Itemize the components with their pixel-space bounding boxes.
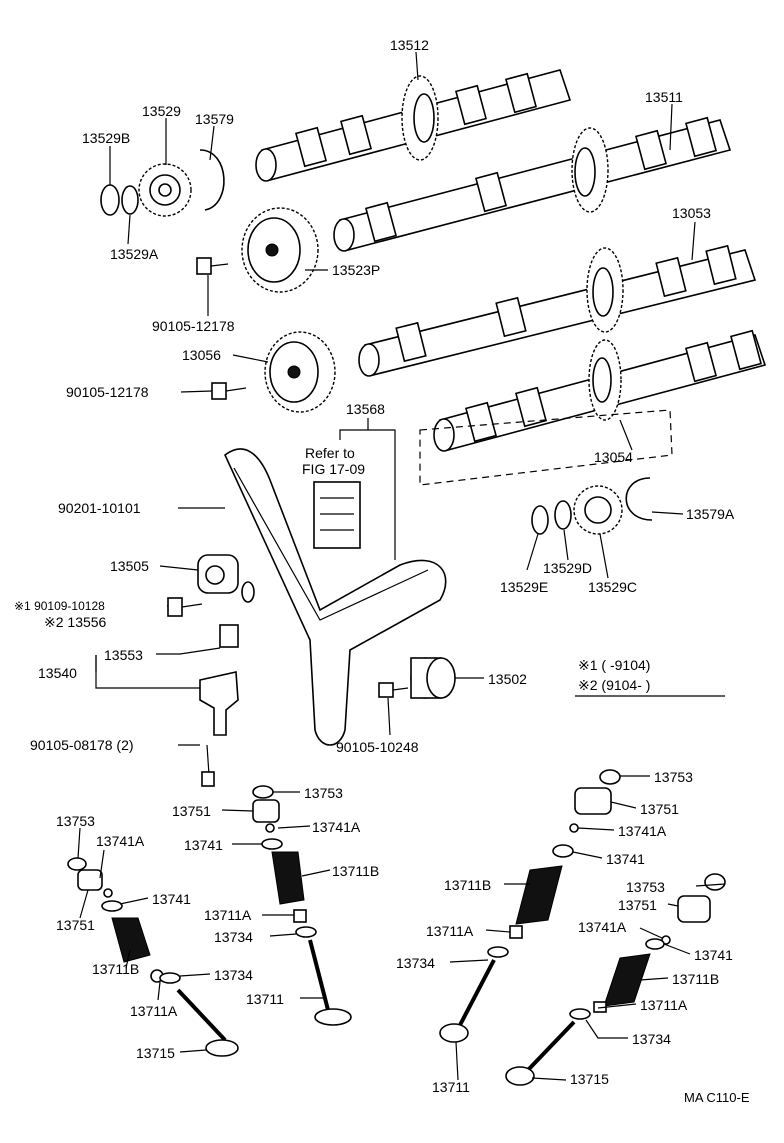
label-13553: 13553: [104, 647, 143, 663]
leader-lines: [77, 51, 726, 1081]
valve-assembly-left: [67, 857, 239, 1057]
label-refer-fig: FIG 17-09: [302, 461, 365, 477]
valve-assembly-right: [439, 769, 726, 1086]
bolt-13556: [167, 597, 203, 617]
label-13056: 13056: [182, 347, 221, 363]
label-right-13711B-b: 13711B: [672, 971, 719, 987]
label-13540: 13540: [38, 665, 77, 681]
label-right-13741-a: 13741: [606, 851, 645, 867]
label-center-13711B: 13711B: [332, 863, 379, 879]
snap-ring-13579: [199, 149, 225, 211]
label-left-13751: 13751: [56, 917, 95, 933]
label-90201-10101: 90201-10101: [58, 500, 141, 516]
label-center-13741A: 13741A: [312, 819, 361, 835]
label-90105-12178-b: 90105-12178: [66, 384, 149, 400]
label-left-13753: 13753: [56, 813, 95, 829]
label-right-13753-b: 13753: [626, 879, 665, 895]
label-13523P: 13523P: [332, 262, 380, 278]
spring-washer-13529A: [121, 185, 139, 215]
label-13053: 13053: [672, 205, 711, 221]
label-center-13741: 13741: [184, 837, 223, 853]
label-right-13711B-a: 13711B: [444, 877, 491, 893]
label-90105-12178-a: 90105-12178: [152, 318, 235, 334]
part-labels: 13512 13511 13529 13579 13529B 13529A 13…: [14, 37, 750, 1105]
camshaft-13053: [358, 244, 757, 377]
label-right-13751-b: 13751: [618, 897, 657, 913]
label-13529A: 13529A: [110, 246, 159, 262]
label-90105-08178: 90105-08178 (2): [30, 737, 134, 753]
label-center-13734: 13734: [214, 929, 253, 945]
label-13511: 13511: [645, 89, 683, 105]
label-left-13741A: 13741A: [96, 833, 145, 849]
label-13502: 13502: [488, 671, 527, 687]
idler-13505: [197, 554, 255, 603]
dashed-group-box: [419, 409, 673, 486]
label-13579: 13579: [195, 111, 234, 127]
label-right-13711A-a: 13711A: [426, 923, 474, 939]
label-center-13751: 13751: [172, 803, 211, 819]
label-note1-part: ※1 90109-10128: [14, 599, 105, 613]
legend-note1: ※1 ( -9104): [578, 657, 650, 673]
camshaft-13511: [333, 116, 732, 252]
label-13529C: 13529C: [588, 579, 637, 595]
label-13505: 13505: [110, 558, 149, 574]
label-right-13711: 13711: [432, 1079, 470, 1095]
tensioner-13540: [179, 624, 239, 736]
snap-ring-13579A: [625, 477, 653, 521]
bolt-90105-12178-b: [211, 382, 247, 400]
label-90105-10248: 90105-10248: [336, 739, 419, 755]
label-left-13715: 13715: [136, 1045, 175, 1061]
label-right-13734-b: 13734: [632, 1031, 671, 1047]
legend-note2: ※2 (9104- ): [578, 677, 650, 693]
pulley-13056: [264, 331, 336, 413]
label-center-13711: 13711: [246, 991, 284, 1007]
label-13529D: 13529D: [543, 560, 592, 576]
pulley-13523P: [241, 207, 319, 293]
label-right-13753-a: 13753: [654, 769, 693, 785]
label-center-13753: 13753: [304, 785, 343, 801]
label-13512: 13512: [390, 37, 429, 53]
label-right-13711A-b: 13711A: [640, 997, 688, 1013]
label-right-13734-a: 13734: [396, 955, 435, 971]
label-left-13741: 13741: [152, 891, 191, 907]
label-left-13734: 13734: [214, 967, 253, 983]
label-right-13751-a: 13751: [640, 801, 679, 817]
snap-ring-13529B: [100, 184, 120, 216]
idler-13502: [410, 657, 456, 699]
bolt-90105-08178: [201, 744, 215, 787]
label-13579A: 13579A: [686, 506, 735, 522]
label-13568: 13568: [346, 401, 385, 417]
label-13529B: 13529B: [82, 130, 130, 146]
label-right-13741A-b: 13741A: [578, 919, 627, 935]
gear-13529: [138, 163, 192, 217]
ring-13529E: [531, 505, 549, 535]
label-right-13741A-a: 13741A: [618, 823, 667, 839]
belt-label-sticker: [313, 481, 361, 549]
bolt-90105-10248: [378, 682, 409, 698]
label-13054: 13054: [594, 449, 633, 465]
label-center-13711A: 13711A: [204, 907, 252, 923]
camshaft-13512: [255, 69, 572, 182]
washer-13529D: [554, 500, 572, 530]
valve-assembly-center: [252, 785, 352, 1026]
label-right-13715: 13715: [570, 1071, 609, 1087]
label-right-13741-b: 13741: [694, 947, 733, 963]
figure-code: MA C110-E: [684, 1090, 750, 1105]
gear-13529C: [573, 485, 623, 535]
timing-belt-90201-10101: [224, 448, 447, 746]
label-refer-to: Refer to: [305, 445, 355, 461]
camshaft-13054: [433, 329, 767, 452]
bolt-90105-12178-a: [196, 257, 229, 275]
label-left-13711A: 13711A: [130, 1003, 178, 1019]
label-left-13711B: 13711B: [92, 961, 139, 977]
label-13529: 13529: [142, 103, 181, 119]
label-note2-part: ※2 13556: [44, 614, 107, 630]
label-13529E: 13529E: [500, 579, 548, 595]
